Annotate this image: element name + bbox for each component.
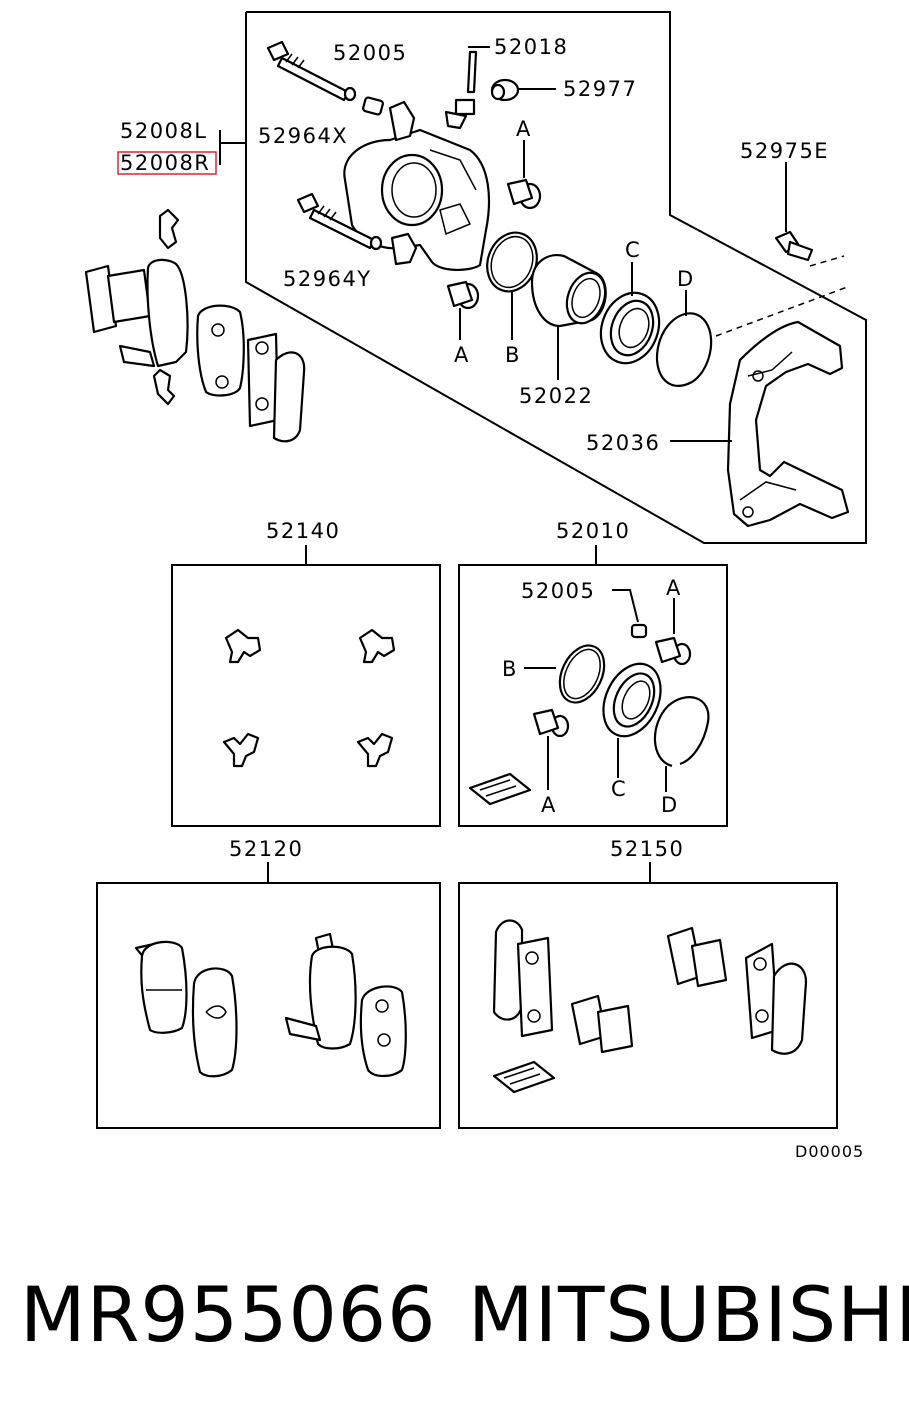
brand-name: MITSUBISHI [468,1270,909,1359]
label-b-main: B [505,343,521,367]
label-a-kit-upper: A [666,576,682,600]
assembly-frame [245,11,867,544]
label-a-upper: A [516,117,532,141]
highlight-box-52008r [117,151,217,175]
part-number: MR955066 [20,1270,437,1359]
label-d-kit: D [661,793,679,817]
label-52008r: 52008R [120,151,210,175]
diagram-code: D00005 [795,1142,864,1161]
kit-box-52140 [171,564,441,827]
piston [530,254,607,328]
label-b-kit: B [502,657,518,681]
label-52977: 52977 [563,77,637,101]
label-d-main: D [677,267,695,291]
clips-52140 [222,628,396,768]
label-52120: 52120 [229,837,303,861]
label-a-lower: A [454,343,470,367]
label-52010: 52010 [556,519,630,543]
bushing-52005 [362,96,384,116]
label-52975e: 52975E [740,139,829,163]
pad-group-left [84,208,306,443]
snap-ring-d [655,312,713,387]
boot-a-lower [446,280,480,310]
label-52150: 52150 [610,837,684,861]
kit-box-52150 [458,882,838,1129]
bleeder-cap [490,78,520,102]
label-52008l: 52008L [120,119,208,143]
caliper-body [343,100,491,271]
label-52022: 52022 [519,384,593,408]
label-c-main: C [625,238,641,262]
label-52964x: 52964X [258,124,348,148]
guide-pin-x [266,40,357,102]
label-52005-kit: 52005 [521,579,595,603]
label-c-kit: C [611,777,627,801]
bolt-52975e [774,230,814,262]
kit-box-52010 [458,564,728,827]
label-52036: 52036 [586,431,660,455]
label-52140: 52140 [266,519,340,543]
seal-kit-52010 [468,589,710,806]
label-52005: 52005 [333,41,407,65]
label-52964y: 52964Y [283,267,372,291]
caliper-support [726,320,850,528]
label-52018: 52018 [494,35,568,59]
footer: MR955066 MITSUBISHI [0,1270,909,1370]
shims-52150 [492,919,808,1094]
guide-pin-y [296,192,383,251]
label-a-kit-lower: A [541,793,557,817]
boot-a-upper [506,178,542,210]
dust-boot-c [599,291,661,365]
bleeder-screw [444,50,478,130]
pads-52120 [134,932,407,1078]
